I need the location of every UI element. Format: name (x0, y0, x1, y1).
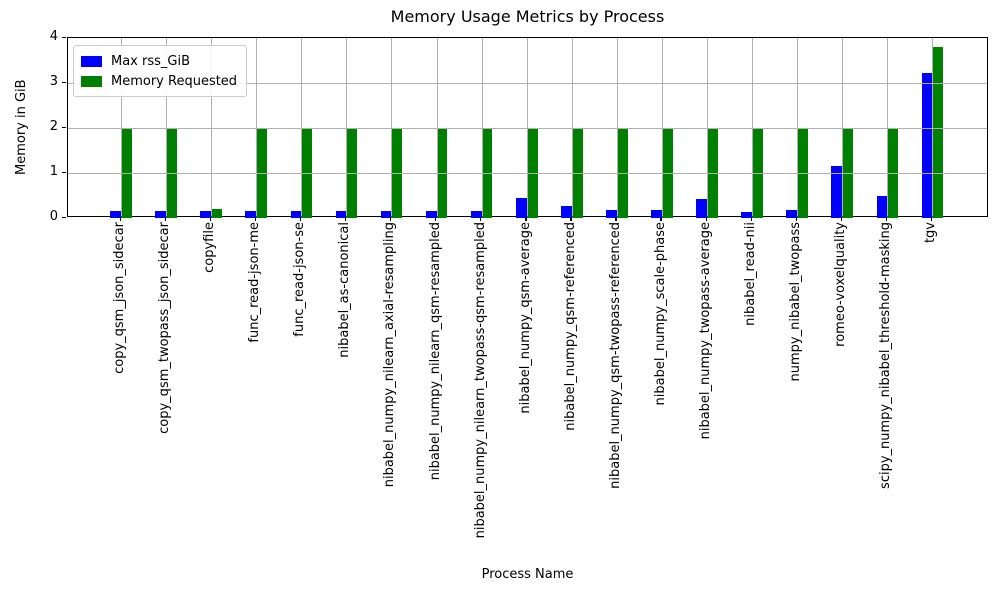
x-axis-label: Process Name (481, 567, 574, 582)
gridline (526, 38, 528, 216)
x-tick-label: copyfile (202, 222, 218, 273)
x-tick-label: nibabel_numpy_nilearn_axial-resampling (382, 222, 398, 488)
y-tick-mark (62, 126, 66, 128)
x-tick-label: nibabel_numpy_qsm-referenced (562, 222, 578, 431)
x-tick-mark (750, 217, 752, 221)
bar-max-rss (831, 165, 843, 218)
x-tick-label: nibabel_numpy_qsm-twopass-referenced (607, 222, 623, 489)
x-tick-label: romeo-voxelquality (833, 222, 849, 347)
x-tick-mark (615, 217, 617, 221)
x-tick-mark (344, 217, 347, 221)
y-tick-label: 0 (49, 209, 58, 224)
x-tick-label: nibabel_numpy_nilearn_twopass-qsm-resamp… (472, 222, 488, 539)
x-tick-mark (930, 217, 933, 221)
gridline (391, 38, 393, 216)
bar-max-rss (606, 209, 617, 218)
x-tick-label: nibabel_numpy_nilearn_qsm-resampled (427, 222, 443, 481)
x-tick-label: func_read-json-se (292, 222, 308, 337)
y-tick-label: 1 (49, 164, 58, 179)
x-tick-mark (209, 217, 211, 221)
x-tick-mark (480, 217, 482, 221)
gridline (121, 38, 122, 216)
bar-max-rss (335, 211, 347, 218)
x-tick-mark (525, 217, 527, 221)
gridline (346, 38, 348, 216)
x-tick-mark (705, 217, 707, 221)
y-tick-mark (62, 81, 66, 83)
gridline (842, 38, 844, 216)
bar-max-rss (380, 211, 392, 218)
chart-title: Memory Usage Metrics by Process (390, 7, 665, 26)
gridline (752, 38, 754, 216)
legend-swatch-max-rss (81, 55, 102, 67)
x-tick-mark (795, 217, 797, 221)
x-tick-mark (299, 217, 302, 221)
bar-max-rss (696, 199, 708, 218)
legend-swatch-memory-requested (81, 75, 102, 87)
bar-memory-requested (932, 47, 944, 218)
legend-label-max-rss: Max rss_GiB (111, 53, 191, 69)
bar-max-rss (245, 211, 257, 218)
gridline (166, 38, 168, 216)
x-tick-mark (885, 217, 888, 221)
bar-max-rss (155, 211, 167, 218)
x-tick-label: scipy_numpy_nibabel_threshold-masking (878, 222, 894, 489)
y-tick-mark (62, 171, 66, 173)
bar-max-rss (290, 211, 302, 218)
legend-entry-memory-requested: Memory Requested (81, 71, 237, 91)
gridline (571, 38, 573, 216)
x-tick-label: numpy_nibabel_twopass (788, 222, 804, 382)
x-tick-label: copy_qsm_twopass_json_sidecar (157, 222, 173, 434)
y-tick-mark (62, 216, 66, 218)
x-tick-label: nibabel_as-canonical (337, 222, 353, 358)
bar-max-rss (425, 211, 437, 218)
x-tick-label: nibabel_numpy_twopass-average (698, 222, 714, 440)
plot-area: Max rss_GiB Memory Requested (67, 37, 988, 218)
y-tick-label: 2 (49, 119, 58, 134)
x-tick-label: nibabel_numpy_scale-phase (652, 222, 668, 406)
x-tick-mark (840, 217, 843, 221)
x-tick-mark (164, 217, 166, 221)
x-tick-label: copy_qsm_json_sidecar (112, 222, 127, 374)
gridline (481, 38, 483, 216)
y-tick-label: 4 (49, 29, 58, 44)
gridline (887, 38, 889, 216)
x-tick-label: nibabel_numpy_qsm-average (517, 222, 533, 414)
x-tick-mark (389, 217, 392, 221)
bar-max-rss (876, 195, 888, 218)
bar-max-rss (110, 211, 121, 218)
x-tick-mark (660, 217, 662, 221)
x-tick-label: nibabel_read-nii (743, 222, 759, 326)
bar-max-rss (200, 211, 212, 218)
legend-entry-max-rss: Max rss_GiB (81, 51, 237, 71)
x-tick-mark (570, 217, 572, 221)
bar-memory-requested (211, 209, 222, 218)
x-tick-label: tgv (923, 222, 939, 244)
bar-max-rss (786, 209, 798, 218)
bar-max-rss (921, 73, 933, 218)
x-tick-mark (119, 217, 121, 221)
gridline (707, 38, 709, 216)
x-tick-mark (254, 217, 257, 221)
bar-max-rss (741, 211, 753, 218)
gridline (256, 38, 258, 216)
legend-label-memory-requested: Memory Requested (111, 73, 238, 89)
gridline (797, 38, 799, 216)
bar-max-rss (515, 197, 527, 218)
gridline (932, 38, 934, 216)
y-tick-mark (62, 36, 66, 38)
bar-max-rss (470, 211, 482, 218)
legend: Max rss_GiB Memory Requested (73, 45, 248, 97)
bar-max-rss (561, 206, 572, 218)
gridline (616, 38, 618, 216)
gridline (301, 38, 303, 216)
gridline (211, 38, 213, 216)
bar-max-rss (651, 209, 662, 218)
x-tick-label: func_read-json-me (247, 222, 263, 343)
gridline (661, 38, 663, 216)
gridline (436, 38, 438, 216)
x-tick-mark (435, 217, 437, 221)
y-tick-label: 3 (49, 74, 58, 89)
